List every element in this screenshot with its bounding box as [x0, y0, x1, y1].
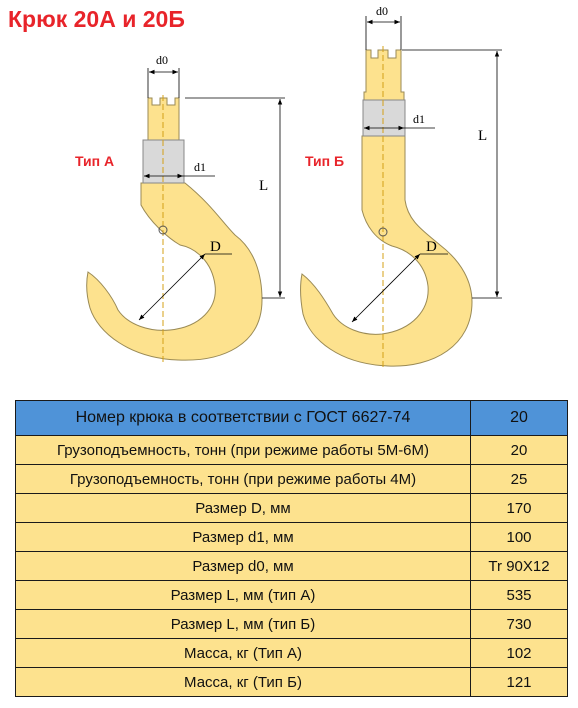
hook-a-D-dimension: [138, 253, 206, 321]
row-label: Грузоподъемность, тонн (при режиме работ…: [15, 464, 471, 494]
row-value: 20: [470, 435, 568, 465]
hook-b-D-dimension: [351, 253, 421, 323]
row-label: Масса, кг (Тип А): [15, 638, 471, 668]
table-row: Масса, кг (Тип А) 102: [15, 638, 568, 668]
hook-a-d1-label: d1: [194, 160, 206, 174]
table-row: Размер d0, мм Tr 90X12: [15, 551, 568, 581]
hook-a-body: [86, 182, 263, 361]
header-value: 20: [470, 400, 568, 436]
row-value: 100: [470, 522, 568, 552]
row-label: Размер d0, мм: [15, 551, 471, 581]
hook-b: d0 d1 L D Тип Б: [300, 4, 502, 368]
table-row: Грузоподъемность, тонн (при режиме работ…: [15, 435, 568, 465]
hook-a-d0-label: d0: [156, 53, 168, 67]
hook-b-pin-hole: [378, 227, 388, 237]
table-row: Размер L, мм (тип Б) 730: [15, 609, 568, 639]
row-value: 102: [470, 638, 568, 668]
spec-table: Номер крюка в соответствии с ГОСТ 6627-7…: [15, 400, 568, 697]
row-label: Размер d1, мм: [15, 522, 471, 552]
hook-b-L-label: L: [478, 128, 487, 144]
row-value: 121: [470, 667, 568, 697]
row-label: Размер D, мм: [15, 493, 471, 523]
row-value: 535: [470, 580, 568, 610]
row-label: Грузоподъемность, тонн (при режиме работ…: [15, 435, 471, 465]
hook-b-D-label: D: [426, 239, 437, 255]
table-row: Грузоподъемность, тонн (при режиме работ…: [15, 464, 568, 494]
hook-a-D-label: D: [210, 239, 221, 255]
table-row: Размер d1, мм 100: [15, 522, 568, 552]
row-value: Tr 90X12: [470, 551, 568, 581]
table-row: Размер D, мм 170: [15, 493, 568, 523]
table-row: Размер L, мм (тип А) 535: [15, 580, 568, 610]
table-row: Масса, кг (Тип Б) 121: [15, 667, 568, 697]
row-value: 170: [470, 493, 568, 523]
hook-b-shank: [363, 49, 405, 101]
hook-b-d1-label: d1: [413, 112, 425, 126]
hook-b-body: [300, 135, 473, 367]
header-label: Номер крюка в соответствии с ГОСТ 6627-7…: [15, 400, 471, 436]
row-value: 730: [470, 609, 568, 639]
hook-a-L-label: L: [259, 178, 268, 194]
hook-a-pin-hole: [158, 225, 168, 235]
hook-b-type-label: Тип Б: [305, 153, 344, 169]
table-header-row: Номер крюка в соответствии с ГОСТ 6627-7…: [15, 400, 568, 436]
page-title: Крюк 20А и 20Б: [8, 6, 185, 32]
hook-a: d0 d1 L D Тип А: [75, 53, 285, 362]
hooks-diagram: d0 d1 L D Тип А d0 d1: [75, 4, 502, 368]
row-value: 25: [470, 464, 568, 494]
row-label: Масса, кг (Тип Б): [15, 667, 471, 697]
hook-a-type-label: Тип А: [75, 153, 114, 169]
hook-b-sleeve: [362, 99, 406, 137]
row-label: Размер L, мм (тип Б): [15, 609, 471, 639]
row-label: Размер L, мм (тип А): [15, 580, 471, 610]
hook-b-d0-label: d0: [376, 4, 388, 18]
